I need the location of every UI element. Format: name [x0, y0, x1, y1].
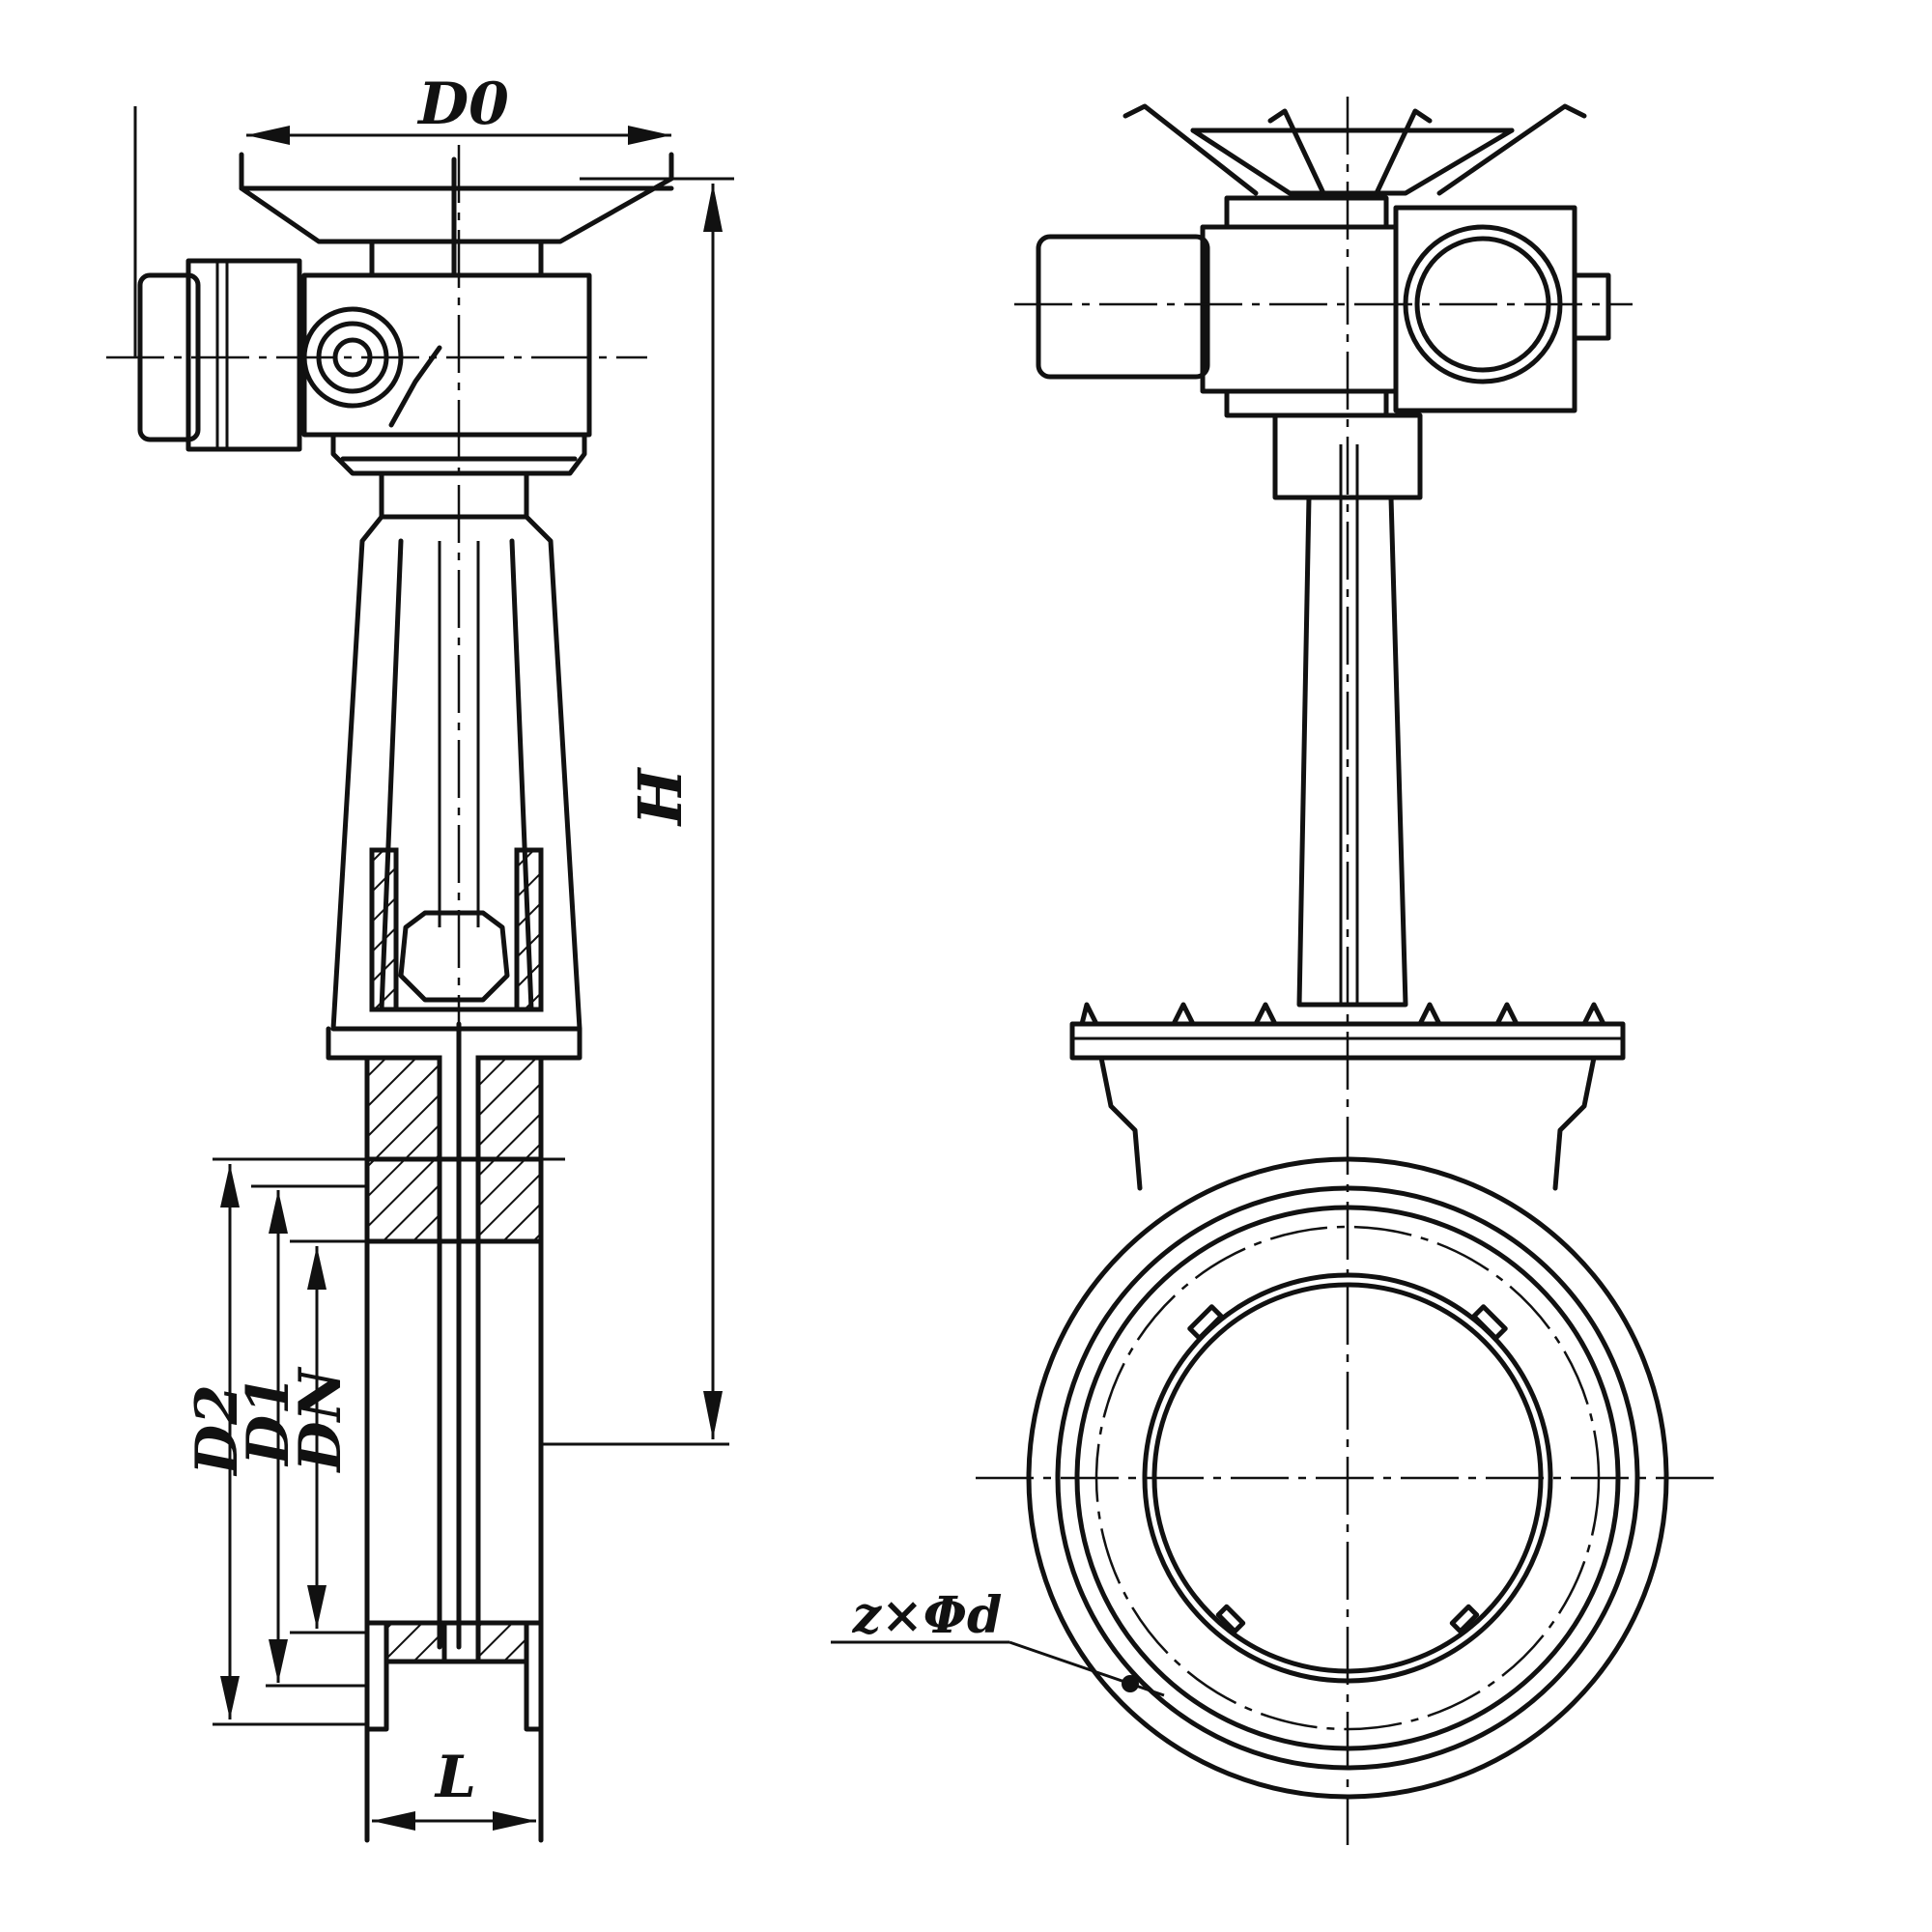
- front-handwheel: [1122, 103, 1587, 196]
- label-d0: D0: [416, 71, 509, 138]
- side-bonnet: [330, 145, 582, 1188]
- side-actuator-flange: [330, 432, 587, 520]
- label-d2: D2: [184, 1384, 251, 1477]
- front-body-flange: [1069, 1002, 1626, 1191]
- dimension-diameters: D2 D1 DN: [184, 1157, 565, 1726]
- side-view: D0 H D2: [106, 71, 734, 1843]
- dimension-h: H: [541, 177, 734, 1446]
- label-bolt: z×Φd: [852, 1586, 1003, 1645]
- side-handwheel: [239, 152, 674, 278]
- front-view: z×Φd: [831, 97, 1719, 1845]
- side-body: [326, 1021, 582, 1843]
- side-actuator: [106, 106, 647, 452]
- bolt-callout: z×Φd: [831, 1586, 1165, 1697]
- label-l: L: [434, 1744, 476, 1811]
- dimension-d0: D0: [246, 71, 671, 145]
- label-dn: DN: [287, 1366, 355, 1473]
- front-actuator: [1014, 195, 1633, 418]
- front-yoke: [1272, 412, 1423, 1008]
- label-h: H: [625, 766, 696, 827]
- front-circular-body: [976, 1156, 1719, 1800]
- dimension-l: L: [372, 1744, 536, 1831]
- label-d1: D1: [235, 1375, 302, 1467]
